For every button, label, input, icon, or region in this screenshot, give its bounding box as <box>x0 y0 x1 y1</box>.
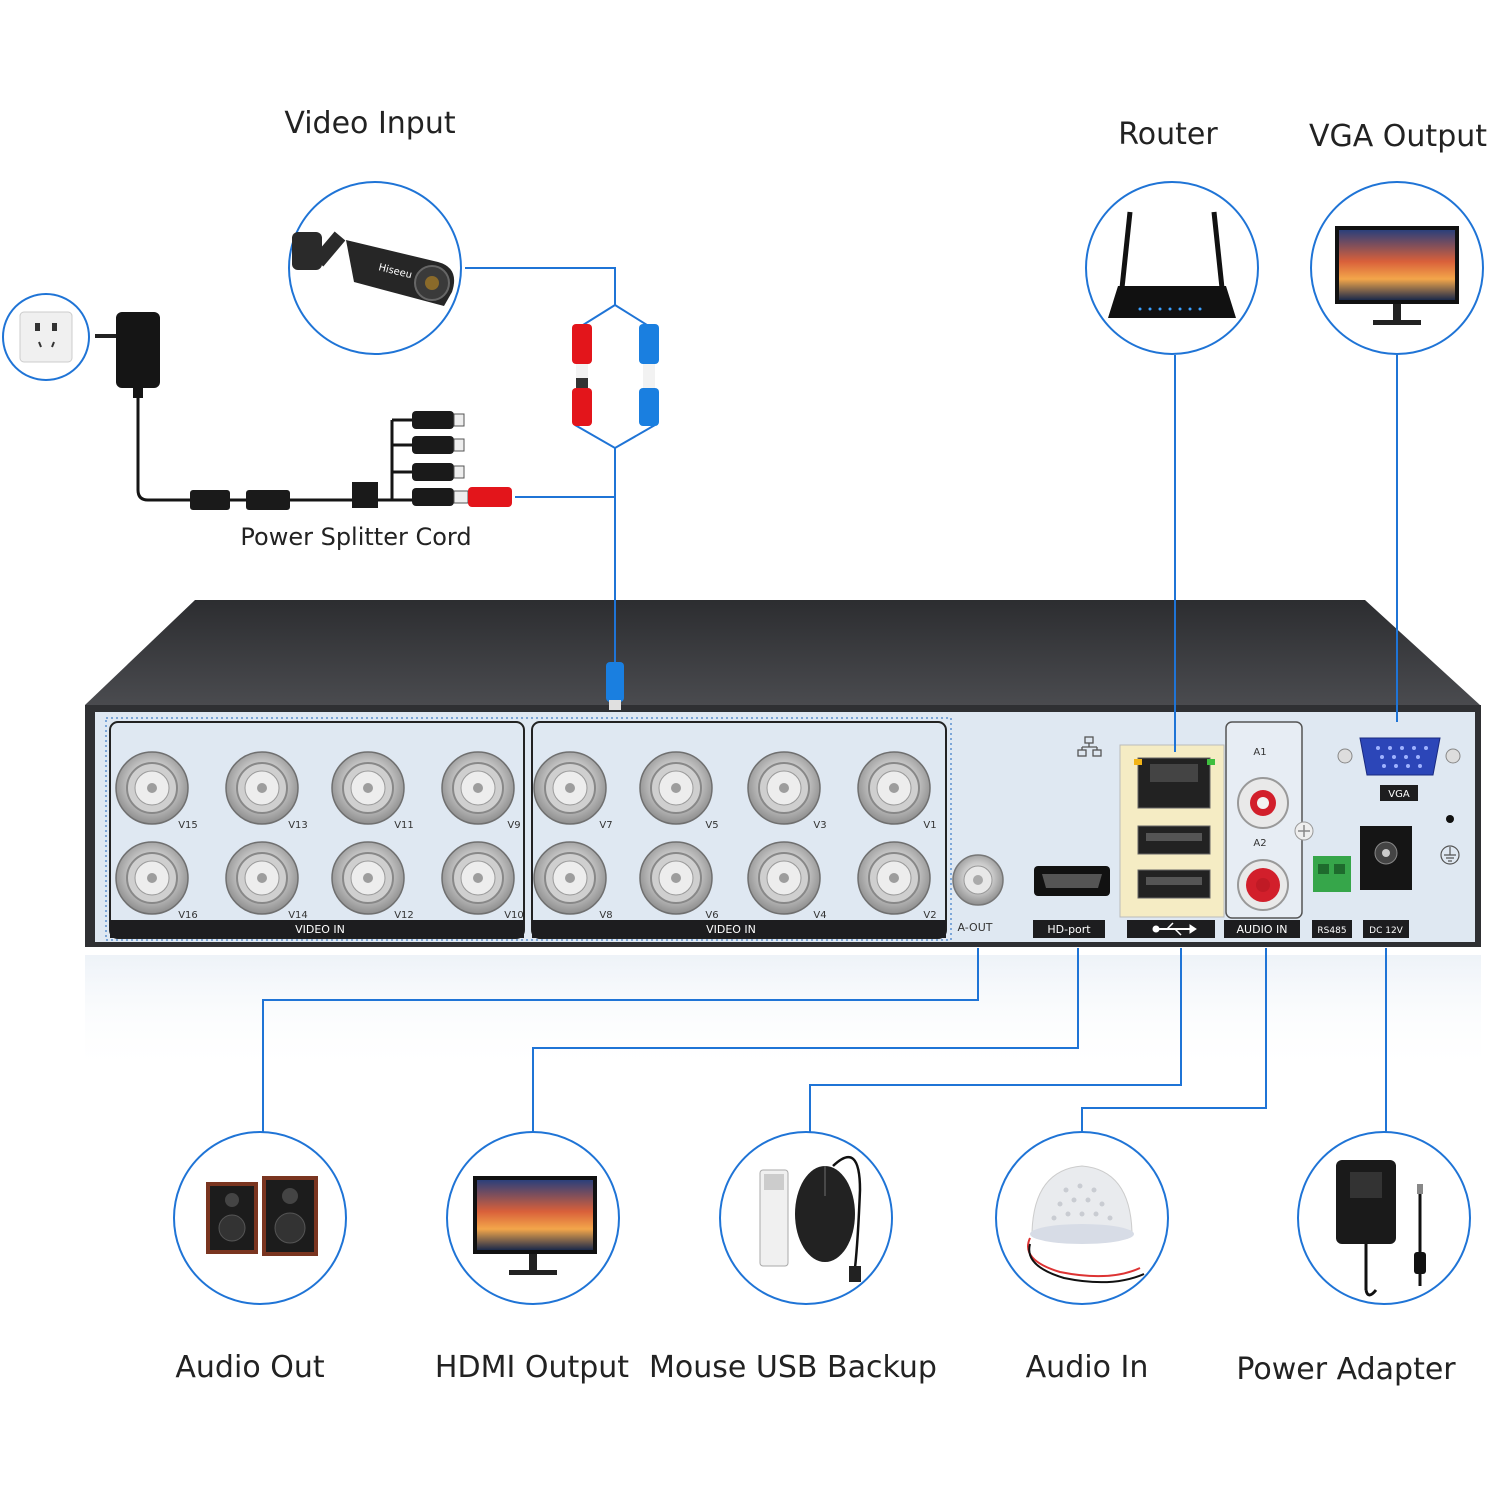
line-audio-in <box>1081 948 1267 1133</box>
vga-bar <box>1380 785 1418 801</box>
line-audio-out <box>262 948 979 1133</box>
bnc-input-v10[interactable]: V10 <box>441 841 524 921</box>
ethernet-port[interactable] <box>1134 757 1215 809</box>
audio-out-label: Audio Out <box>175 1350 325 1385</box>
bnc-input-v16[interactable]: V16 <box>115 841 198 921</box>
hd-port-bar <box>1033 920 1105 938</box>
bnc-label: V14 <box>288 910 308 921</box>
video-in-bar-right <box>532 920 946 938</box>
bnc-input-v6[interactable]: V6 <box>639 841 719 921</box>
bnc-label: V13 <box>288 820 308 831</box>
bnc-label: V5 <box>705 820 718 831</box>
bnc-input-v14[interactable]: V14 <box>225 841 308 921</box>
line-usb <box>809 948 1182 1133</box>
bnc-label: V8 <box>599 910 612 921</box>
audio-in-a1-jack[interactable] <box>1237 777 1289 829</box>
bnc-input-v3[interactable]: V3 <box>747 751 827 831</box>
ground-icon <box>1440 845 1460 865</box>
mouse-usb-label: Mouse USB Backup <box>649 1350 937 1385</box>
speakers-icon <box>173 1131 347 1305</box>
bnc-label: V1 <box>923 820 936 831</box>
rs485-bar <box>1312 920 1352 938</box>
bnc-label: V11 <box>394 820 414 831</box>
line-camera <box>465 267 616 305</box>
video-in-label-left: VIDEO IN <box>295 923 345 936</box>
router-icon <box>1085 181 1259 355</box>
bnc-label: V10 <box>504 910 524 921</box>
audio-in-bar <box>1224 920 1300 938</box>
dc12v-label: DC 12V <box>1369 926 1404 936</box>
indicator-dot <box>1446 815 1454 823</box>
video-in-dotted-frame <box>105 717 952 941</box>
bnc-label: V15 <box>178 820 198 831</box>
screw-icon <box>1294 821 1314 841</box>
bnc-input-v5[interactable]: V5 <box>639 751 719 831</box>
dc12v-bar <box>1363 920 1409 938</box>
bnc-input-v11[interactable]: V11 <box>331 751 414 831</box>
line-hdmi <box>532 948 1079 1133</box>
bnc-label: V16 <box>178 910 198 921</box>
dc-12v-jack[interactable] <box>1360 826 1412 890</box>
a1-label: A1 <box>1253 747 1266 758</box>
usb-symbol-icon <box>1152 922 1197 936</box>
a-out-connector[interactable] <box>952 854 1004 906</box>
audio-in-label: Audio In <box>1025 1350 1149 1385</box>
hdmi-monitor-icon <box>446 1131 620 1305</box>
a-out-label: A-OUT <box>958 921 993 934</box>
vga-port[interactable] <box>1337 737 1461 776</box>
bnc-input-v2[interactable]: V2 <box>857 841 937 921</box>
splitter-connectors <box>190 411 512 510</box>
dvr-reflection <box>85 955 1481 1075</box>
network-icon <box>1077 736 1102 757</box>
camera-icon: Hiseeu <box>288 181 462 355</box>
vga-output-label: VGA Output <box>1308 119 1488 154</box>
bnc-input-v4[interactable]: V4 <box>747 841 827 921</box>
power-adapter-icon <box>1297 1131 1471 1305</box>
bnc-label: V9 <box>507 820 520 831</box>
power-adapter-label: Power Adapter <box>1236 1352 1456 1387</box>
video-input-label: Video Input <box>284 106 456 141</box>
bnc-input-v1[interactable]: V1 <box>857 751 937 831</box>
bnc-label: V7 <box>599 820 612 831</box>
power-splitter-label: Power Splitter Cord <box>240 523 472 551</box>
bnc-input-v13[interactable]: V13 <box>225 751 308 831</box>
bnc-plug-pair <box>572 324 659 710</box>
hdmi-port[interactable] <box>1034 866 1110 896</box>
bnc-label: V4 <box>813 910 826 921</box>
usb-port-2[interactable] <box>1137 869 1211 899</box>
usb-port-1[interactable] <box>1137 825 1211 855</box>
bnc-input-v8[interactable]: V8 <box>533 841 613 921</box>
bnc-input-v12[interactable]: V12 <box>331 841 414 921</box>
bnc-label: V12 <box>394 910 414 921</box>
router-label: Router <box>1118 117 1218 152</box>
bnc-label: V6 <box>705 910 718 921</box>
dvr-bnc-plug <box>606 662 624 702</box>
bnc-label: V2 <box>923 910 936 921</box>
splitter-cable <box>136 398 412 502</box>
bnc-input-v9[interactable]: V9 <box>441 751 521 831</box>
microphone-icon <box>995 1131 1169 1305</box>
bnc-label: V3 <box>813 820 826 831</box>
mouse-usb-icon <box>719 1131 893 1305</box>
connection-lines <box>262 267 1398 1133</box>
video-in-label-right: VIDEO IN <box>706 923 756 936</box>
vga-label: VGA <box>1388 789 1410 800</box>
bnc-input-v7[interactable]: V7 <box>533 751 613 831</box>
audio-in-a2-jack[interactable] <box>1237 859 1289 911</box>
dvr-top <box>85 600 1480 705</box>
vga-monitor-icon <box>1310 181 1484 355</box>
bnc-input-v15[interactable]: V15 <box>115 751 198 831</box>
rs485-terminal[interactable] <box>1313 856 1351 892</box>
video-in-bar-left <box>110 920 524 938</box>
hd-port-label: HD-port <box>1047 923 1091 936</box>
a2-label: A2 <box>1253 838 1266 849</box>
power-adapter-plug-icon <box>95 312 160 398</box>
rs485-label: RS485 <box>1317 926 1346 936</box>
hdmi-output-label: HDMI Output <box>434 1350 630 1385</box>
audio-in-panel-label: AUDIO IN <box>1237 923 1288 936</box>
power-outlet-icon <box>2 293 90 381</box>
